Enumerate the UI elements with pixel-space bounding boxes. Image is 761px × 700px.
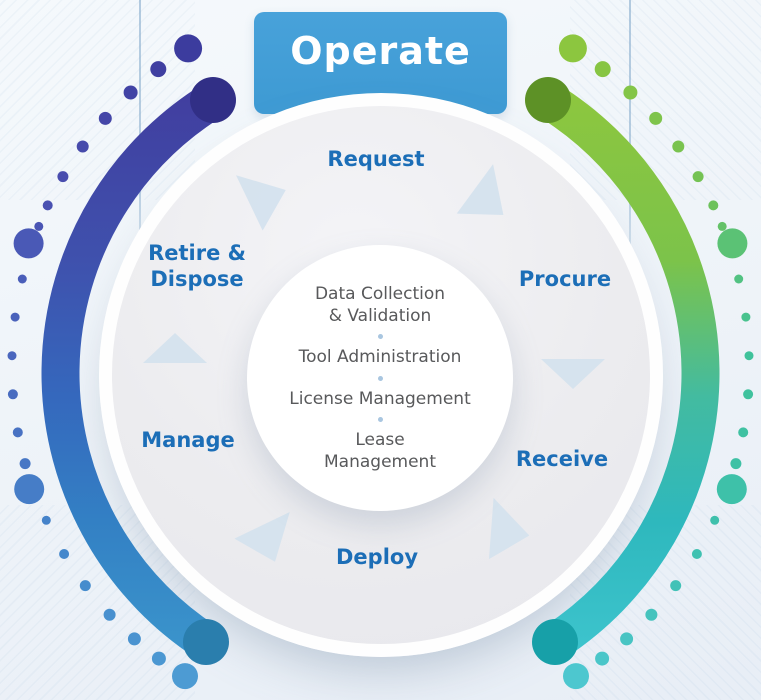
orbit-dot bbox=[691, 549, 702, 559]
stage-label-deploy: Deploy bbox=[335, 545, 419, 569]
separator-dot bbox=[377, 416, 383, 422]
orbit-dot bbox=[620, 632, 634, 646]
orbit-dot bbox=[710, 515, 720, 525]
center-item: Data Collection& Validation bbox=[314, 284, 446, 327]
orbit-dot bbox=[623, 85, 638, 100]
orbit-dot bbox=[123, 85, 138, 100]
orbit-dot bbox=[14, 474, 45, 505]
orbit-dot bbox=[708, 200, 719, 211]
orbit-dot bbox=[150, 61, 167, 78]
stage-label-receive: Receive bbox=[515, 447, 609, 471]
orbit-dot bbox=[743, 389, 754, 400]
operate-banner-label: Operate bbox=[290, 29, 471, 73]
orbit-dot bbox=[172, 663, 198, 690]
orbit-dot bbox=[41, 515, 51, 525]
center-item: Tool Administration bbox=[298, 347, 462, 368]
orbit-dot bbox=[13, 228, 44, 259]
separator-dot bbox=[377, 375, 383, 381]
orbit-dot bbox=[151, 651, 166, 666]
separator-dot bbox=[377, 334, 383, 340]
orbit-dot bbox=[744, 351, 754, 361]
stage-label-retire-dispose: Retire & Dispose bbox=[112, 240, 282, 293]
orbit-dot bbox=[734, 274, 744, 284]
orbit-dot bbox=[76, 140, 89, 153]
stage-label-retire-line2: Dispose bbox=[150, 267, 244, 292]
orbit-dot bbox=[738, 427, 749, 438]
orbit-dot bbox=[103, 608, 116, 621]
arc-cap-right-top bbox=[525, 77, 571, 123]
orbit-dot bbox=[12, 427, 23, 438]
orbit-dot bbox=[7, 351, 17, 361]
orbit-dot bbox=[649, 111, 663, 125]
stage-label-retire-line1: Retire & bbox=[148, 241, 246, 265]
orbit-dot bbox=[127, 632, 141, 646]
orbit-dot bbox=[57, 171, 69, 183]
corner-stripes-decoration bbox=[0, 0, 195, 200]
arc-cap-right-bottom bbox=[532, 619, 578, 665]
orbit-dot bbox=[594, 61, 611, 78]
orbit-dot bbox=[563, 663, 589, 690]
orbit-dot bbox=[34, 221, 44, 231]
orbit-dot bbox=[10, 312, 20, 322]
operate-banner: Operate bbox=[254, 12, 507, 114]
lifecycle-arc-right bbox=[538, 83, 720, 658]
orbit-dot bbox=[42, 200, 53, 211]
orbit-dot bbox=[19, 458, 31, 470]
center-item: License Management bbox=[289, 388, 471, 409]
orbit-dot bbox=[716, 474, 747, 505]
stage-label-procure: Procure bbox=[518, 267, 612, 291]
arc-cap-left-top bbox=[190, 77, 236, 123]
orbit-dot bbox=[174, 34, 203, 63]
orbit-dot bbox=[692, 171, 704, 183]
orbit-dot bbox=[59, 549, 70, 559]
orbit-dot bbox=[7, 389, 18, 400]
orbit-dot bbox=[645, 608, 658, 621]
orbit-dot bbox=[98, 111, 112, 125]
arc-cap-left-bottom bbox=[183, 619, 229, 665]
stage-label-manage: Manage bbox=[141, 428, 235, 452]
orbit-dots-right bbox=[558, 34, 754, 690]
orbit-dot bbox=[17, 274, 27, 284]
lifecycle-arc-left bbox=[41, 83, 223, 658]
orbit-dot bbox=[717, 228, 748, 259]
orbit-dot bbox=[558, 34, 587, 63]
orbit-dot bbox=[741, 312, 751, 322]
orbit-dot bbox=[717, 221, 727, 231]
orbit-dot bbox=[670, 580, 682, 592]
orbit-dot bbox=[595, 651, 610, 666]
orbit-dots-left bbox=[7, 34, 203, 690]
orbit-dot bbox=[79, 580, 91, 592]
orbit-dot bbox=[672, 140, 685, 153]
stage-label-request: Request bbox=[327, 147, 425, 171]
orbit-dot bbox=[730, 458, 742, 470]
